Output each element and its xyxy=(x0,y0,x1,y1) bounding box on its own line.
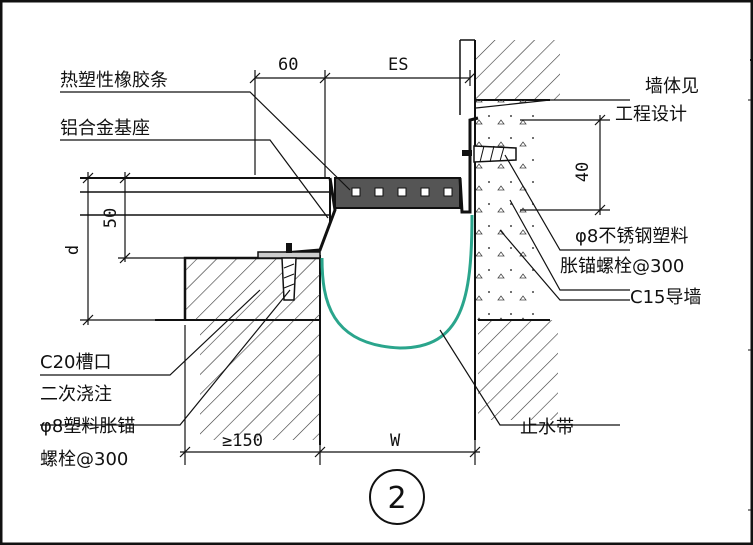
left-anchor-bolt xyxy=(281,243,297,301)
dim-60: 60 xyxy=(278,55,298,75)
label-bolt-left-2: 螺栓@300 xyxy=(40,449,128,470)
right-structure-lower xyxy=(478,319,558,420)
label-guide-wall: C15导墙 xyxy=(630,287,701,308)
dim-ge150: ≥150 xyxy=(222,431,263,451)
dim-w: W xyxy=(390,431,401,451)
dim-d: d xyxy=(63,245,83,255)
detail-number-marker: 2 xyxy=(369,469,425,525)
thermoplastic-rubber-strip xyxy=(334,177,461,209)
label-wall-see-1: 墙体见 xyxy=(645,76,699,97)
label-thermoplastic-rubber-strip: 热塑性橡胶条 xyxy=(60,70,168,91)
dim-50: 50 xyxy=(101,208,121,228)
label-wall-see-2: 工程设计 xyxy=(615,104,687,125)
leader-lines xyxy=(40,91,630,426)
waterstop-band xyxy=(320,214,474,350)
label-bolt-right-2: 胀锚螺栓@300 xyxy=(560,256,684,277)
label-bolt-right-1: φ8不锈钢塑料 xyxy=(575,226,688,247)
label-aluminum-base: 铝合金基座 xyxy=(60,118,150,139)
dim-40: 40 xyxy=(573,162,593,182)
floor-finish-layers xyxy=(80,177,331,225)
label-bolt-left-1: φ8塑料胀锚 xyxy=(40,416,135,437)
detail-number: 2 xyxy=(387,481,406,516)
dimension-lines xyxy=(80,70,610,465)
right-anchor-bolt xyxy=(462,145,517,163)
label-secondary-pour: 二次浇注 xyxy=(40,384,112,405)
right-wall-upper xyxy=(459,39,560,115)
dim-es: ES xyxy=(388,55,408,75)
label-waterstop: 止水带 xyxy=(520,417,574,438)
label-c20-slot: C20槽口 xyxy=(40,352,111,373)
